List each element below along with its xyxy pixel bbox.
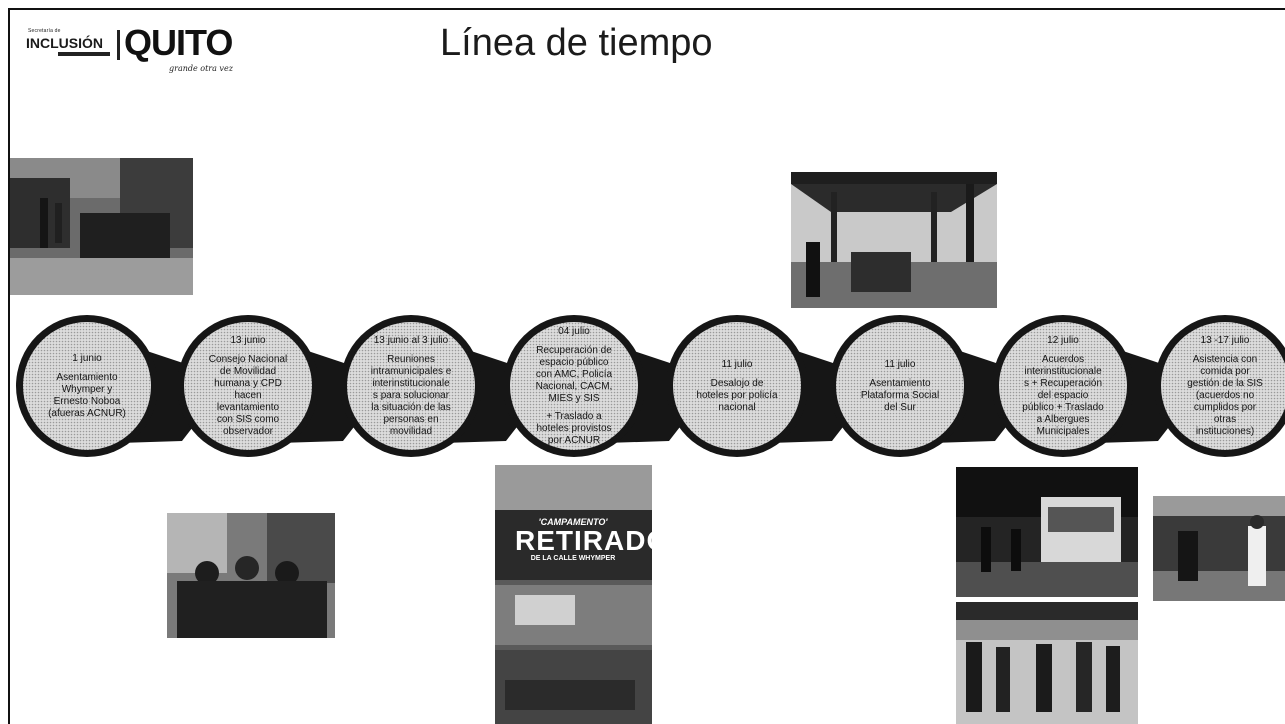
newspaper-headline: RETIRADO bbox=[515, 525, 652, 556]
event-text-line: interinstitucionale bbox=[372, 377, 450, 389]
event-text-line: Asistencia con bbox=[1192, 353, 1258, 365]
event-text-line: observador bbox=[222, 425, 274, 437]
photo-whymper-street bbox=[10, 158, 193, 295]
event-date: 11 julio bbox=[884, 358, 916, 370]
timeline-circle bbox=[510, 322, 638, 450]
event-text-line: instituciones) bbox=[1195, 425, 1255, 437]
newspaper-subheadline: DE LA CALLE WHYMPER bbox=[530, 555, 616, 562]
event-text-line: s para solucionar bbox=[372, 389, 450, 401]
event-text-line: hacen bbox=[234, 389, 262, 401]
event-text-line: interinstitucionale bbox=[1024, 365, 1102, 377]
event-text-line: Whymper y bbox=[61, 383, 113, 395]
slide-title: Línea de tiempo bbox=[440, 22, 713, 64]
event-text-line: espacio público bbox=[539, 356, 609, 368]
timeline-circle bbox=[836, 322, 964, 450]
photo-bus-night bbox=[956, 467, 1138, 597]
event-text-line: Nacional, CACM, bbox=[535, 380, 613, 392]
event-text-line: + Traslado a bbox=[546, 410, 602, 422]
event-text-line: de Movilidad bbox=[219, 365, 277, 377]
event-text-line: Municipales bbox=[1036, 425, 1090, 437]
quito-logo: Secretaría de INCLUSIÓN QUITO grande otr… bbox=[24, 22, 254, 80]
event-text-line: Consejo Nacional bbox=[208, 353, 288, 365]
event-date: 13 junio bbox=[230, 334, 266, 346]
event-text-line: comida por bbox=[1200, 365, 1250, 377]
event-date: 1 junio bbox=[72, 352, 102, 364]
logo-divider bbox=[117, 30, 120, 60]
event-text-line: (afueras ACNUR) bbox=[48, 407, 126, 419]
event-date: 11 julio bbox=[721, 358, 753, 370]
slide: Secretaría de INCLUSIÓN QUITO grande otr… bbox=[8, 8, 1285, 724]
event-date: 13 junio al 3 julio bbox=[373, 334, 449, 346]
event-text-line: otras bbox=[1213, 413, 1237, 425]
event-text-line: s + Recuperación bbox=[1023, 377, 1103, 389]
event-text-line: con AMC, Policía bbox=[535, 368, 613, 380]
timeline-circle bbox=[184, 322, 312, 450]
event-text-line: la situación de las bbox=[371, 401, 451, 413]
event-text-line: público + Traslado bbox=[1022, 401, 1104, 413]
timeline-circle bbox=[23, 322, 151, 450]
photo-albergue-interior bbox=[956, 602, 1138, 724]
event-text-line: Plataforma Social bbox=[860, 389, 940, 401]
event-text-line: Acuerdos bbox=[1041, 353, 1085, 365]
timeline-circle bbox=[1161, 322, 1285, 450]
logo-inclusion: INCLUSIÓN bbox=[26, 35, 103, 51]
logo-tagline: grande otra vez bbox=[169, 64, 233, 73]
event-text-line: Desalojo de bbox=[710, 377, 764, 389]
timeline-svg bbox=[16, 315, 1285, 457]
event-text-line: personas en bbox=[383, 413, 439, 425]
event-text-line: hoteles por policía bbox=[696, 389, 778, 401]
logo-quito: QUITO bbox=[124, 22, 233, 63]
event-text-line: del espacio bbox=[1037, 389, 1089, 401]
event-text-line: por ACNUR bbox=[547, 434, 601, 446]
logo-underbar bbox=[58, 52, 110, 56]
timeline-circle bbox=[999, 322, 1127, 450]
event-text-line: levantamiento bbox=[216, 401, 280, 413]
event-date: 04 julio bbox=[558, 325, 590, 337]
event-text-line: humana y CPD bbox=[214, 377, 282, 389]
event-date: 12 julio bbox=[1047, 334, 1079, 346]
event-text-line: Recuperación de bbox=[536, 344, 612, 356]
event-text-line: Asentamiento bbox=[869, 377, 931, 389]
photo-newspaper-retirado: 'CAMPAMENTO' RETIRADO DE LA CALLE WHYMPE… bbox=[495, 465, 652, 724]
event-text-line: con SIS como bbox=[216, 413, 280, 425]
photo-plataforma-sur bbox=[791, 172, 997, 308]
event-text-line: movilidad bbox=[389, 425, 433, 437]
event-text-line: nacional bbox=[718, 401, 756, 413]
event-text-line: gestión de la SIS bbox=[1187, 377, 1263, 389]
event-date: 13 -17 julio bbox=[1200, 334, 1250, 346]
event-text-line: cumplidos por bbox=[1193, 401, 1257, 413]
event-text-line: hoteles provistos bbox=[536, 422, 612, 434]
photo-consejo-meeting bbox=[167, 513, 335, 638]
photo-comida-asistencia bbox=[1153, 496, 1285, 601]
event-text-line: a Albergues bbox=[1036, 413, 1090, 425]
timeline-circle bbox=[347, 322, 475, 450]
event-text-line: (acuerdos no bbox=[1195, 389, 1255, 401]
event-text-line: Reuniones bbox=[387, 353, 435, 365]
event-text-line: Ernesto Noboa bbox=[53, 395, 121, 407]
event-text-line: del Sur bbox=[884, 401, 916, 413]
newspaper-kicker: 'CAMPAMENTO' bbox=[538, 517, 608, 527]
logo-secretaria: Secretaría de bbox=[28, 28, 61, 34]
event-text-line: intramunicipales e bbox=[370, 365, 452, 377]
newspaper-banner: 'CAMPAMENTO' RETIRADO DE LA CALLE WHYMPE… bbox=[515, 517, 652, 562]
event-text-line: Asentamiento bbox=[56, 371, 118, 383]
event-text-line: MIES y SIS bbox=[548, 392, 600, 404]
timeline-circle bbox=[673, 322, 801, 450]
